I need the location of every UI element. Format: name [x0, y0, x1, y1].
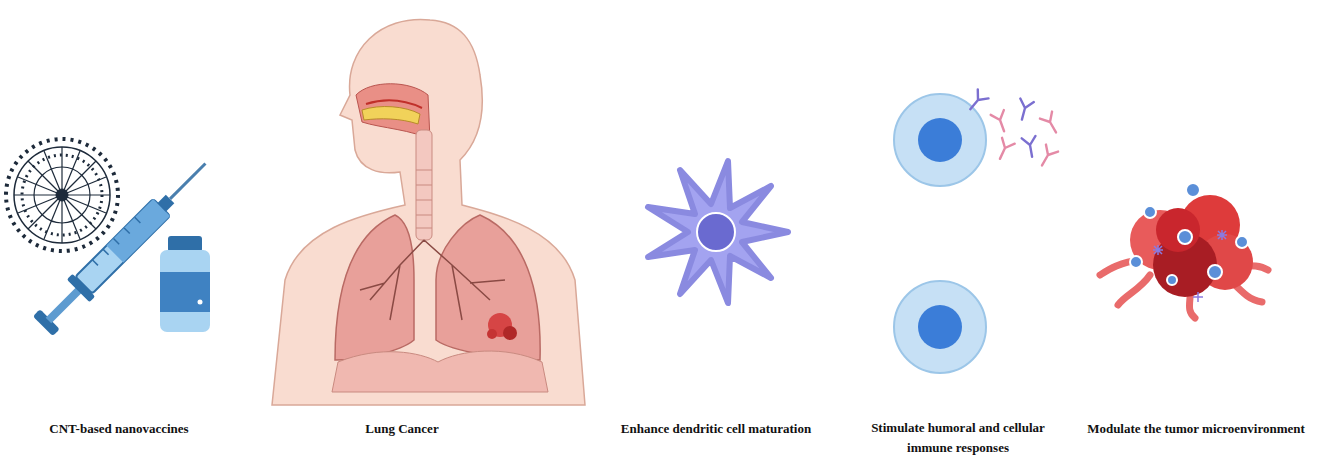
caption: CNT-based nanovaccines — [4, 419, 234, 439]
lung-anatomy — [272, 20, 585, 405]
tumor-microenvironment — [1100, 183, 1268, 318]
caption: Enhance dendritic cell maturation — [596, 419, 836, 439]
syringe-icon — [31, 152, 216, 337]
nanotube-icon — [6, 139, 118, 251]
dendritic-cell — [648, 161, 788, 303]
immune-cells — [894, 89, 1062, 373]
vial-icon — [160, 236, 210, 332]
caption: Stimulate humoral and cellular immune re… — [856, 418, 1061, 458]
caption: Lung Cancer — [287, 419, 517, 439]
caption: Modulate the tumor microenvironment — [1066, 419, 1326, 439]
